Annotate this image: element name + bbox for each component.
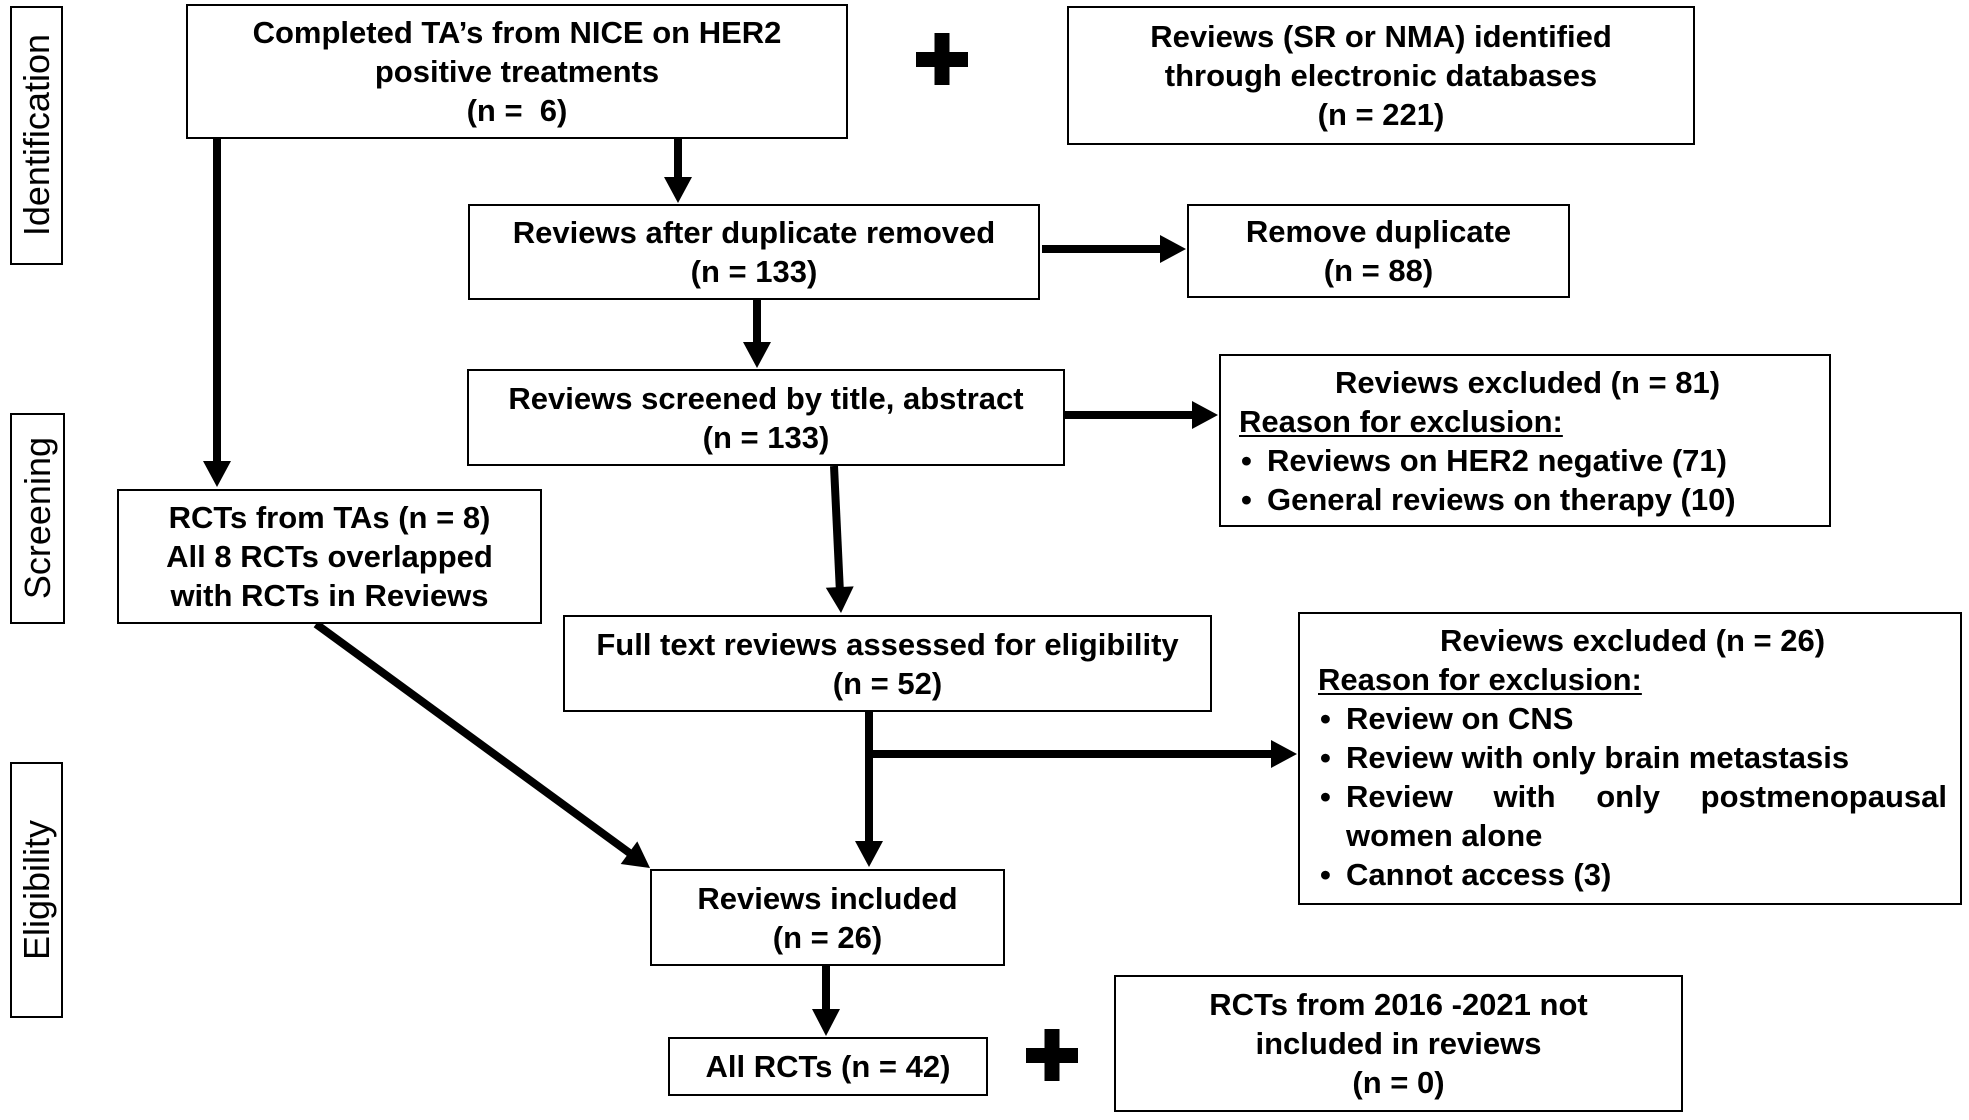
arrow-icon — [313, 620, 650, 868]
box-text-line: All RCTs (n = 42) — [705, 1049, 951, 1084]
box-after-duplicates: Reviews after duplicate removed (n = 133… — [468, 204, 1040, 300]
arrow-icon — [855, 712, 883, 867]
plus-icon — [916, 33, 968, 85]
box-reviews-included: Reviews included (n = 26) — [650, 869, 1005, 966]
box-text-line: RCTs from TAs (n = 8) — [168, 500, 491, 535]
arrow-icon — [1065, 401, 1218, 429]
exclusion-reason: Cannot access (3) — [1346, 857, 1612, 892]
bullet-icon: • — [1320, 857, 1331, 892]
bullet-icon: • — [1241, 443, 1252, 478]
box-text-line: with RCTs in Reviews — [170, 578, 489, 613]
box-duplicates-removed: Remove duplicate (n = 88) — [1187, 204, 1570, 298]
box-text-line: Reviews after duplicate removed — [512, 215, 996, 250]
stage-label-screening: Screening — [10, 413, 65, 624]
list-item: • Review with only brain metastasis — [1318, 738, 1947, 777]
list-item: • Cannot access (3) — [1318, 855, 1947, 894]
box-full-text-excluded: Reviews excluded (n = 26) Reason for exc… — [1298, 612, 1962, 905]
box-count: (n = 0) — [1352, 1065, 1445, 1100]
bullet-icon: • — [1241, 482, 1252, 517]
stage-label-text: Screening — [16, 437, 58, 600]
box-text-line: Reviews included — [697, 880, 958, 916]
box-rcts-from-tas: RCTs from TAs (n = 8) All 8 RCTs overlap… — [117, 489, 542, 624]
exclusion-reason: Review with only brain metastasis — [1346, 740, 1850, 775]
excluded-title: Reviews excluded (n = 26) — [1439, 623, 1826, 658]
box-text-line: included in reviews — [1255, 1026, 1542, 1061]
box-database-reviews: Reviews (SR or NMA) identified through e… — [1067, 6, 1695, 145]
box-full-text-assessed: Full text reviews assessed for eligibili… — [563, 615, 1212, 712]
box-count: (n = 221) — [1317, 97, 1445, 132]
excluded-title: Reviews excluded (n = 81) — [1334, 365, 1721, 400]
box-text-line: positive treatments — [374, 54, 660, 89]
stage-label-text: Identification — [15, 34, 57, 237]
bullet-icon: • — [1320, 701, 1331, 736]
arrow-icon — [812, 966, 840, 1036]
box-screening-excluded: Reviews excluded (n = 81) Reason for exc… — [1219, 354, 1831, 527]
box-text-line: Completed TA’s from NICE on HER2 — [252, 15, 782, 50]
box-count: (n = 88) — [1323, 253, 1434, 288]
exclusion-reason-heading: Reason for exclusion: — [1318, 662, 1642, 697]
box-screened: Reviews screened by title, abstract (n =… — [467, 369, 1065, 466]
stage-label-eligibility: Eligibility — [10, 762, 63, 1018]
exclusion-reason: Review on CNS — [1346, 701, 1574, 736]
box-all-rcts: All RCTs (n = 42) — [668, 1037, 988, 1096]
box-text-line: through electronic databases — [1164, 58, 1598, 93]
box-count: (n = 52) — [832, 665, 943, 701]
stage-label-identification: Identification — [10, 6, 63, 265]
arrow-icon — [1042, 235, 1186, 263]
box-text-line: Reviews (SR or NMA) identified — [1150, 19, 1612, 54]
box-text-line: Remove duplicate — [1245, 214, 1512, 249]
exclusion-reason: Reviews on HER2 negative (71) — [1267, 443, 1727, 478]
stage-label-text: Eligibility — [15, 819, 57, 961]
box-text-line: All 8 RCTs overlapped — [166, 539, 493, 574]
arrow-icon — [203, 139, 231, 487]
arrow-icon — [743, 300, 771, 368]
arrow-icon — [865, 740, 1297, 768]
bullet-icon: • — [1320, 779, 1331, 814]
bullet-icon: • — [1320, 740, 1331, 775]
box-count: (n = 6) — [466, 93, 568, 128]
box-text-line: RCTs from 2016 -2021 not — [1209, 987, 1588, 1022]
exclusion-reason: Review with only postmenopausal women al… — [1346, 779, 1947, 853]
list-item: • Reviews on HER2 negative (71) — [1239, 441, 1816, 480]
list-item: • Review with only postmenopausal women … — [1318, 777, 1947, 855]
box-count: (n = 133) — [690, 254, 818, 289]
list-item: • Review on CNS — [1318, 699, 1947, 738]
exclusion-reason-heading: Reason for exclusion: — [1239, 404, 1563, 439]
box-text-line: Full text reviews assessed for eligibili… — [596, 626, 1179, 662]
box-count: (n = 133) — [702, 419, 830, 455]
list-item: • General reviews on therapy (10) — [1239, 480, 1816, 519]
plus-icon — [1026, 1029, 1078, 1081]
arrow-icon — [825, 465, 854, 613]
box-count: (n = 26) — [772, 919, 883, 955]
exclusion-reason: General reviews on therapy (10) — [1267, 482, 1736, 517]
box-text-line: Reviews screened by title, abstract — [508, 380, 1024, 416]
box-new-rcts: RCTs from 2016 -2021 not included in rev… — [1114, 975, 1683, 1112]
arrow-icon — [664, 139, 692, 203]
box-nice-technology-appraisals: Completed TA’s from NICE on HER2 positiv… — [186, 4, 848, 139]
